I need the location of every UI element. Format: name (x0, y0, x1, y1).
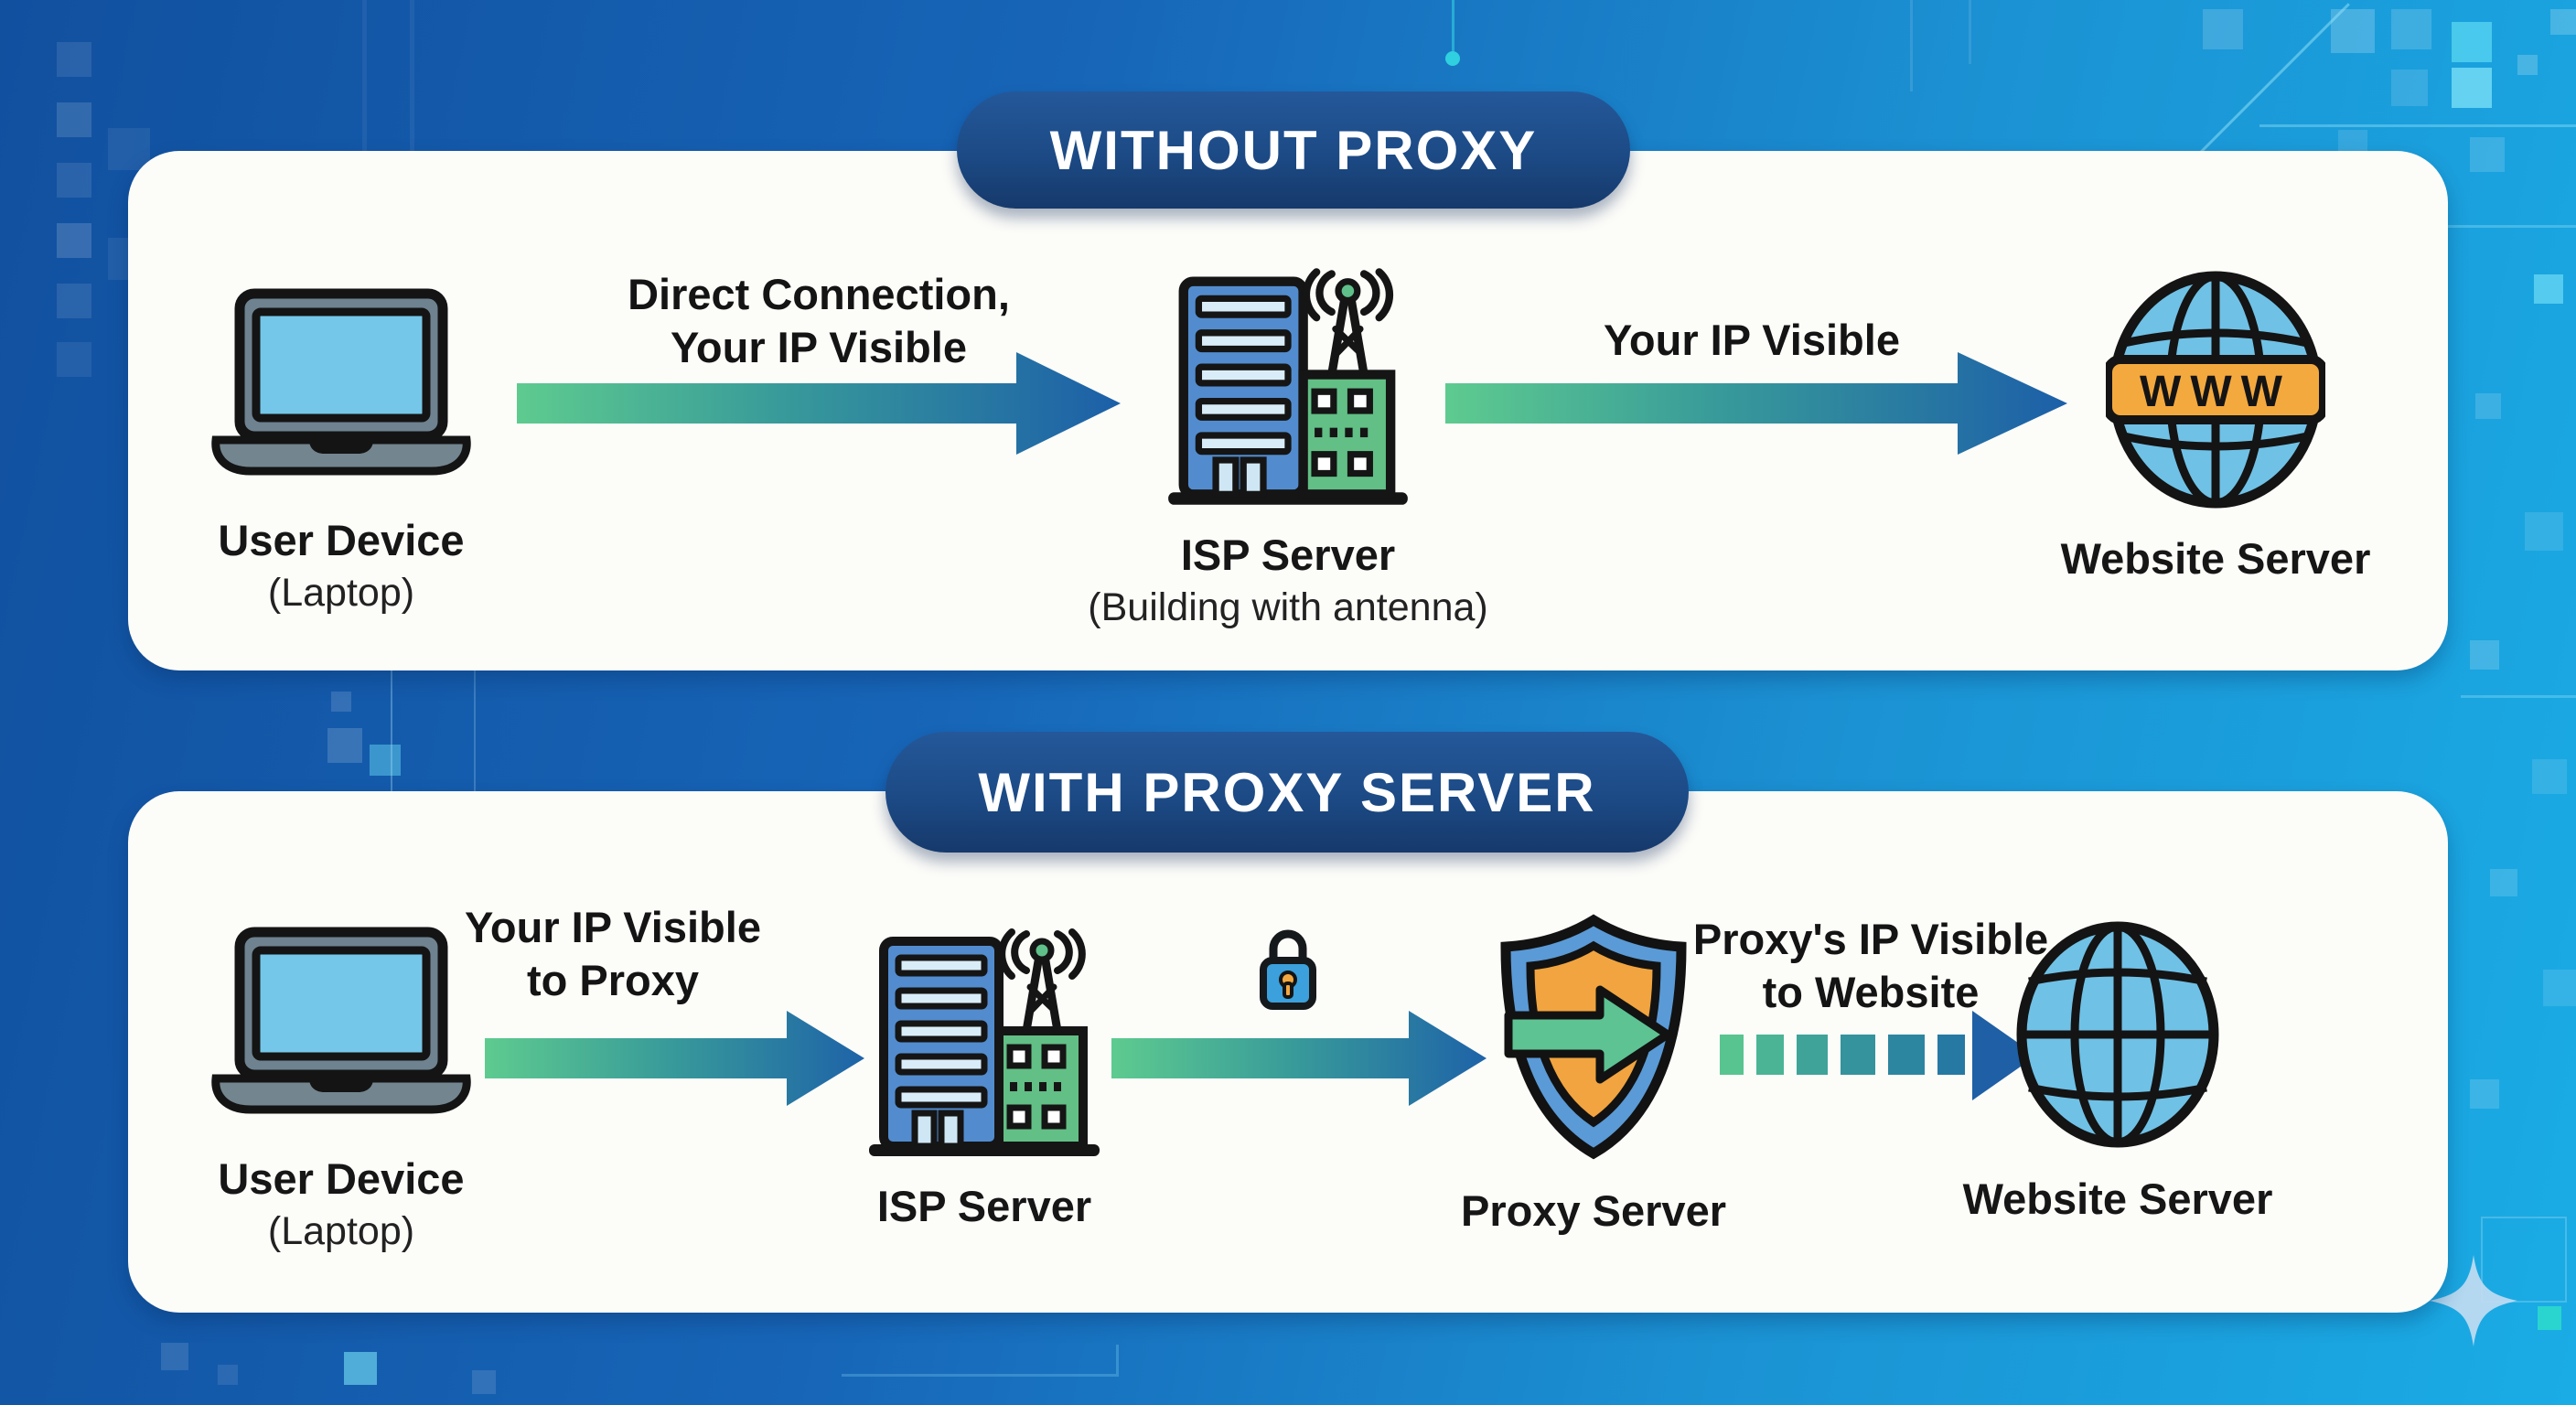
decor-square (2452, 68, 2492, 108)
node-label: User Device (218, 516, 465, 564)
gradient-arrow-icon (485, 1011, 864, 1106)
decor-square (2543, 970, 2576, 1006)
decor-square (327, 728, 362, 763)
decor-line (410, 0, 414, 151)
building-antenna-icon (869, 928, 1100, 1156)
circuit-node-dot (1445, 51, 1460, 66)
gradient-arrow-icon (1445, 352, 2067, 455)
banner-title: WITH PROXY SERVER (978, 761, 1596, 823)
decor-square (2538, 1306, 2561, 1330)
node-label: ISP Server (1180, 531, 1396, 579)
node-label: User Device (218, 1154, 465, 1203)
node-sublabel: (Laptop) (267, 571, 415, 615)
node-isp-server: ISP Server (783, 928, 1186, 1231)
decor-square (57, 163, 91, 198)
without-proxy-banner: WITHOUT PROXY (957, 91, 1630, 209)
decor-square (2470, 1079, 2499, 1109)
arrow-caption: Direct Connection, Your IP Visible (590, 268, 1047, 374)
decor-square (2532, 759, 2567, 794)
decor-square (331, 692, 351, 712)
banner-title: WITHOUT PROXY (1049, 119, 1538, 181)
node-user-device: User Device (Laptop) (140, 288, 542, 616)
node-label: Website Server (1962, 1174, 2273, 1223)
decor-square (370, 745, 401, 776)
node-label: Website Server (2060, 534, 2371, 583)
arrow-caption: Proxy's IP Visible to Website (1688, 913, 2054, 1019)
with-proxy-banner: WITH PROXY SERVER (886, 732, 1689, 853)
circuit-trace (1452, 0, 1454, 51)
node-sublabel: (Building with antenna) (1088, 585, 1488, 629)
decor-line (474, 670, 476, 791)
decor-square (472, 1370, 496, 1394)
sparkle-icon (2430, 1255, 2517, 1346)
node-website-server: Website Server (1916, 919, 2319, 1224)
arrow-caption-line2: to Proxy (526, 956, 700, 1004)
node-user-device: User Device (Laptop) (140, 927, 542, 1254)
decor-line (1910, 0, 1913, 91)
decor-square (2475, 393, 2501, 419)
node-proxy-server: Proxy Server (1392, 913, 1795, 1236)
decor-square (2452, 22, 2492, 62)
decor-square (218, 1365, 238, 1385)
decor-square (57, 342, 91, 377)
with-proxy-card: User Device (Laptop) Your IP Visible to … (128, 791, 2448, 1313)
arrow-caption: Your IP Visible to Proxy (430, 901, 796, 1007)
arrow-caption-line1: Your IP Visible (465, 903, 761, 951)
globe-banner-text: WWW (2140, 368, 2292, 416)
laptop-icon (211, 927, 471, 1114)
decor-square (2517, 55, 2538, 75)
decor-square (2391, 9, 2431, 49)
decor-square (2490, 869, 2517, 896)
decor-square (57, 284, 91, 318)
decor-square (57, 223, 91, 258)
decor-square (57, 42, 91, 77)
globe-icon (2016, 921, 2219, 1148)
node-isp-server: ISP Server (Building with antenna) (1087, 268, 1489, 630)
decor-square (161, 1343, 188, 1370)
arrow-caption-line2: Your IP Visible (671, 323, 967, 371)
decor-line (362, 0, 367, 151)
globe-www-icon: WWW (2106, 271, 2325, 509)
circuit-trace (2461, 695, 2576, 698)
laptop-icon (211, 288, 471, 476)
decor-line (391, 670, 392, 791)
decor-square (2391, 70, 2428, 106)
decor-square (2470, 137, 2505, 172)
decor-square (2550, 9, 2576, 35)
node-label: Proxy Server (1460, 1186, 1727, 1235)
gradient-arrow-icon (1111, 1011, 1487, 1106)
arrow-caption-line1: Your IP Visible (1604, 316, 1900, 364)
arrow-caption-line1: Proxy's IP Visible (1692, 915, 2049, 963)
decor-square (2203, 9, 2243, 49)
circuit-trace (2259, 124, 2576, 127)
decor-square-outline (2481, 1217, 2567, 1303)
gradient-arrow-icon (517, 352, 1121, 455)
decor-square (57, 102, 91, 137)
circuit-trace (842, 1374, 1116, 1377)
decor-square (108, 128, 150, 170)
arrow-caption: Your IP Visible (1532, 314, 1971, 367)
without-proxy-card: User Device (Laptop) Direct Connection, … (128, 151, 2448, 670)
node-website-server: WWW Website Server (2014, 270, 2417, 584)
decor-line (1969, 0, 1971, 64)
decor-square (2534, 274, 2563, 304)
node-label: ISP Server (876, 1182, 1092, 1230)
node-sublabel: (Laptop) (267, 1209, 415, 1253)
arrow-caption-line2: to Website (1762, 968, 1980, 1016)
arrow-caption-line1: Direct Connection, (628, 270, 1010, 318)
decor-square (2470, 640, 2499, 670)
circuit-trace (2324, 225, 2576, 228)
decor-square (2525, 512, 2563, 551)
circuit-trace (1116, 1345, 1119, 1377)
decor-square (344, 1352, 377, 1385)
shield-arrow-icon (1499, 914, 1687, 1160)
building-antenna-icon (1168, 268, 1408, 505)
padlock-icon (1260, 929, 1316, 1010)
dashed-arrow-icon (1720, 1011, 2036, 1100)
